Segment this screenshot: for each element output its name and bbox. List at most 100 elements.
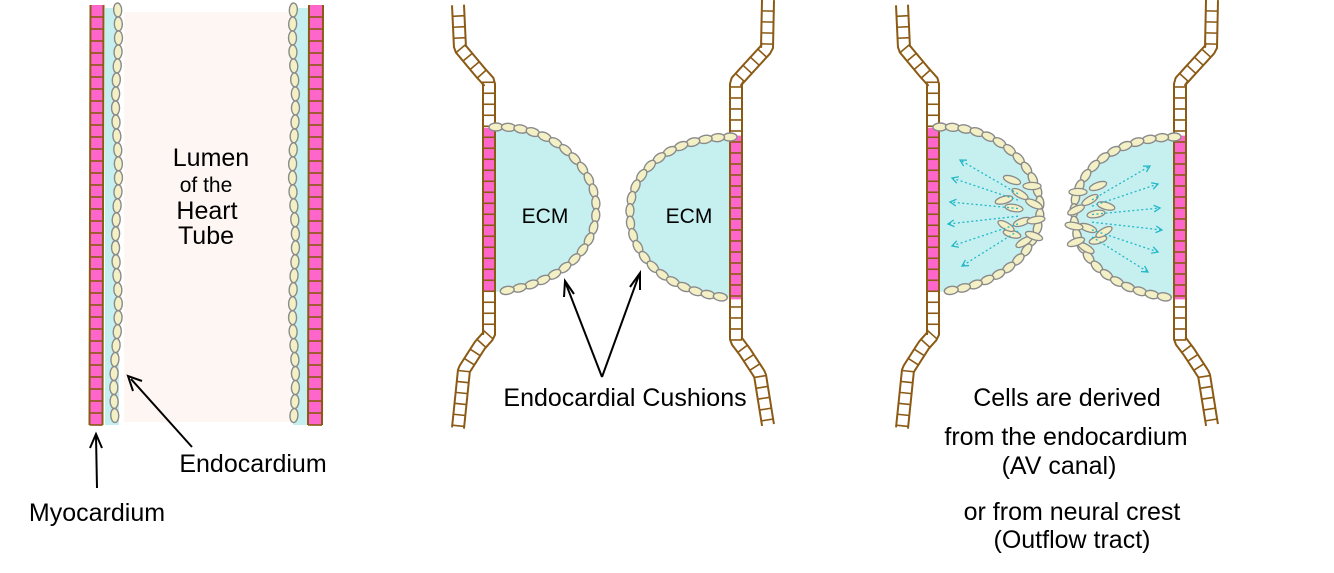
wall-rung — [756, 386, 768, 388]
endocardial-cell — [290, 338, 299, 353]
wall-rung — [1180, 74, 1189, 82]
wall-rung — [453, 414, 465, 415]
endocardial-cell — [110, 394, 118, 408]
caption-line4: or from neural crest — [964, 498, 1181, 526]
wall-rung — [750, 57, 759, 65]
endocardial-cell — [113, 324, 122, 339]
wall-rung — [463, 53, 472, 61]
myocardium-segment — [308, 5, 323, 425]
endocardial-cell — [112, 213, 121, 227]
wall-rung — [1200, 386, 1212, 388]
endocardial-cell — [291, 227, 299, 241]
wall-rung — [914, 62, 923, 70]
endocardial-cell — [114, 45, 123, 59]
myocardium-segment — [927, 128, 939, 291]
endocardial-cell — [288, 297, 296, 311]
wall-rung — [900, 392, 912, 393]
wall-outline — [452, 5, 484, 427]
myocardium-segment — [483, 128, 495, 291]
cushion-arrow-right — [602, 275, 639, 377]
endocardial-cell — [290, 73, 299, 87]
wall-rung — [456, 45, 465, 53]
endocardial-cell — [290, 268, 299, 283]
endocardial-cell — [114, 157, 122, 171]
endocardial-cell — [111, 338, 120, 353]
endocardial-cell — [111, 241, 119, 255]
endocardial-cell — [289, 185, 298, 199]
endocardial-cell — [113, 3, 122, 17]
wall-rung — [457, 381, 469, 382]
endocardial-cell — [111, 101, 119, 115]
heart-wall-left — [452, 5, 495, 429]
endocardial-cell — [291, 87, 299, 101]
endocardial-cell — [112, 268, 121, 283]
endocardial-cell — [288, 17, 296, 31]
endocardial-cell — [111, 87, 119, 101]
endocardial-cell — [289, 324, 298, 338]
wall-rung — [1202, 49, 1211, 57]
wall-rung — [897, 16, 909, 17]
wall-rung — [1194, 57, 1203, 65]
wall-rung — [1187, 65, 1196, 73]
wall-rung — [470, 62, 479, 70]
wall-outline — [896, 5, 928, 427]
migrating-cell — [1023, 182, 1041, 189]
endocardial-cell — [289, 45, 298, 59]
endocardial-cell — [112, 129, 121, 144]
endocardial-cell — [114, 171, 122, 185]
endocardial-cell — [288, 31, 296, 45]
wall-rung — [908, 358, 918, 364]
wall-outline — [308, 5, 309, 425]
lumen-label-line2: of the — [180, 174, 233, 197]
lumen-label-line4: Tube — [178, 222, 234, 250]
wall-rung — [898, 38, 910, 39]
wall-rung — [477, 339, 486, 347]
endocardial-cell — [114, 31, 122, 45]
myocardium-segment — [1174, 136, 1186, 300]
endocardial-cell — [290, 394, 299, 408]
endocardial-cell — [112, 73, 121, 87]
wall-rung — [455, 403, 467, 404]
wall-rung — [921, 70, 930, 78]
ecm-label-left: ECM — [522, 205, 569, 228]
endocardial-cell — [291, 352, 300, 366]
endocardial-cell — [113, 59, 122, 73]
endocardial-cell — [114, 311, 122, 325]
wall-rung — [464, 358, 474, 364]
endocardial-cell — [110, 380, 118, 394]
endocardial-cell — [111, 227, 119, 241]
wall-rung — [1204, 408, 1216, 410]
wall-rung — [1194, 364, 1204, 371]
endocardial-cell — [291, 115, 300, 129]
ecm-migrating-left — [940, 127, 1040, 292]
wall-rung — [914, 349, 924, 355]
endocardial-cell — [114, 297, 122, 311]
endocardial-cell — [289, 282, 298, 296]
ecm-label-right: ECM — [666, 205, 713, 228]
wall-rung — [1198, 376, 1210, 378]
wall-outline — [322, 5, 323, 425]
wall-rung — [899, 403, 911, 404]
wall-rung — [454, 38, 466, 39]
wall-rung — [1182, 345, 1192, 352]
wall-rung — [900, 45, 909, 53]
wall-rung — [928, 331, 937, 339]
endocardial-cell — [289, 59, 298, 73]
wall-rung — [477, 70, 486, 78]
wall-rung — [761, 419, 773, 421]
myocardium-segment — [90, 5, 104, 425]
cushions-label: Endocardial Cushions — [503, 384, 746, 412]
endocardial-cell — [291, 101, 299, 115]
endocardial-cell — [290, 213, 299, 227]
wall-rung — [897, 414, 909, 415]
migrating-cell — [1069, 188, 1087, 195]
cushion-arrow-left — [566, 284, 602, 377]
wall-rung — [736, 74, 745, 82]
wall-rung — [738, 345, 748, 352]
endocardial-cell — [291, 366, 299, 380]
caption-line3: (AV canal) — [1002, 452, 1117, 480]
panel-endocardial-cushions: ECM ECM Endocardial Cushions — [452, 0, 774, 429]
wall-rung — [758, 49, 767, 57]
heart-wall-left — [896, 5, 939, 429]
